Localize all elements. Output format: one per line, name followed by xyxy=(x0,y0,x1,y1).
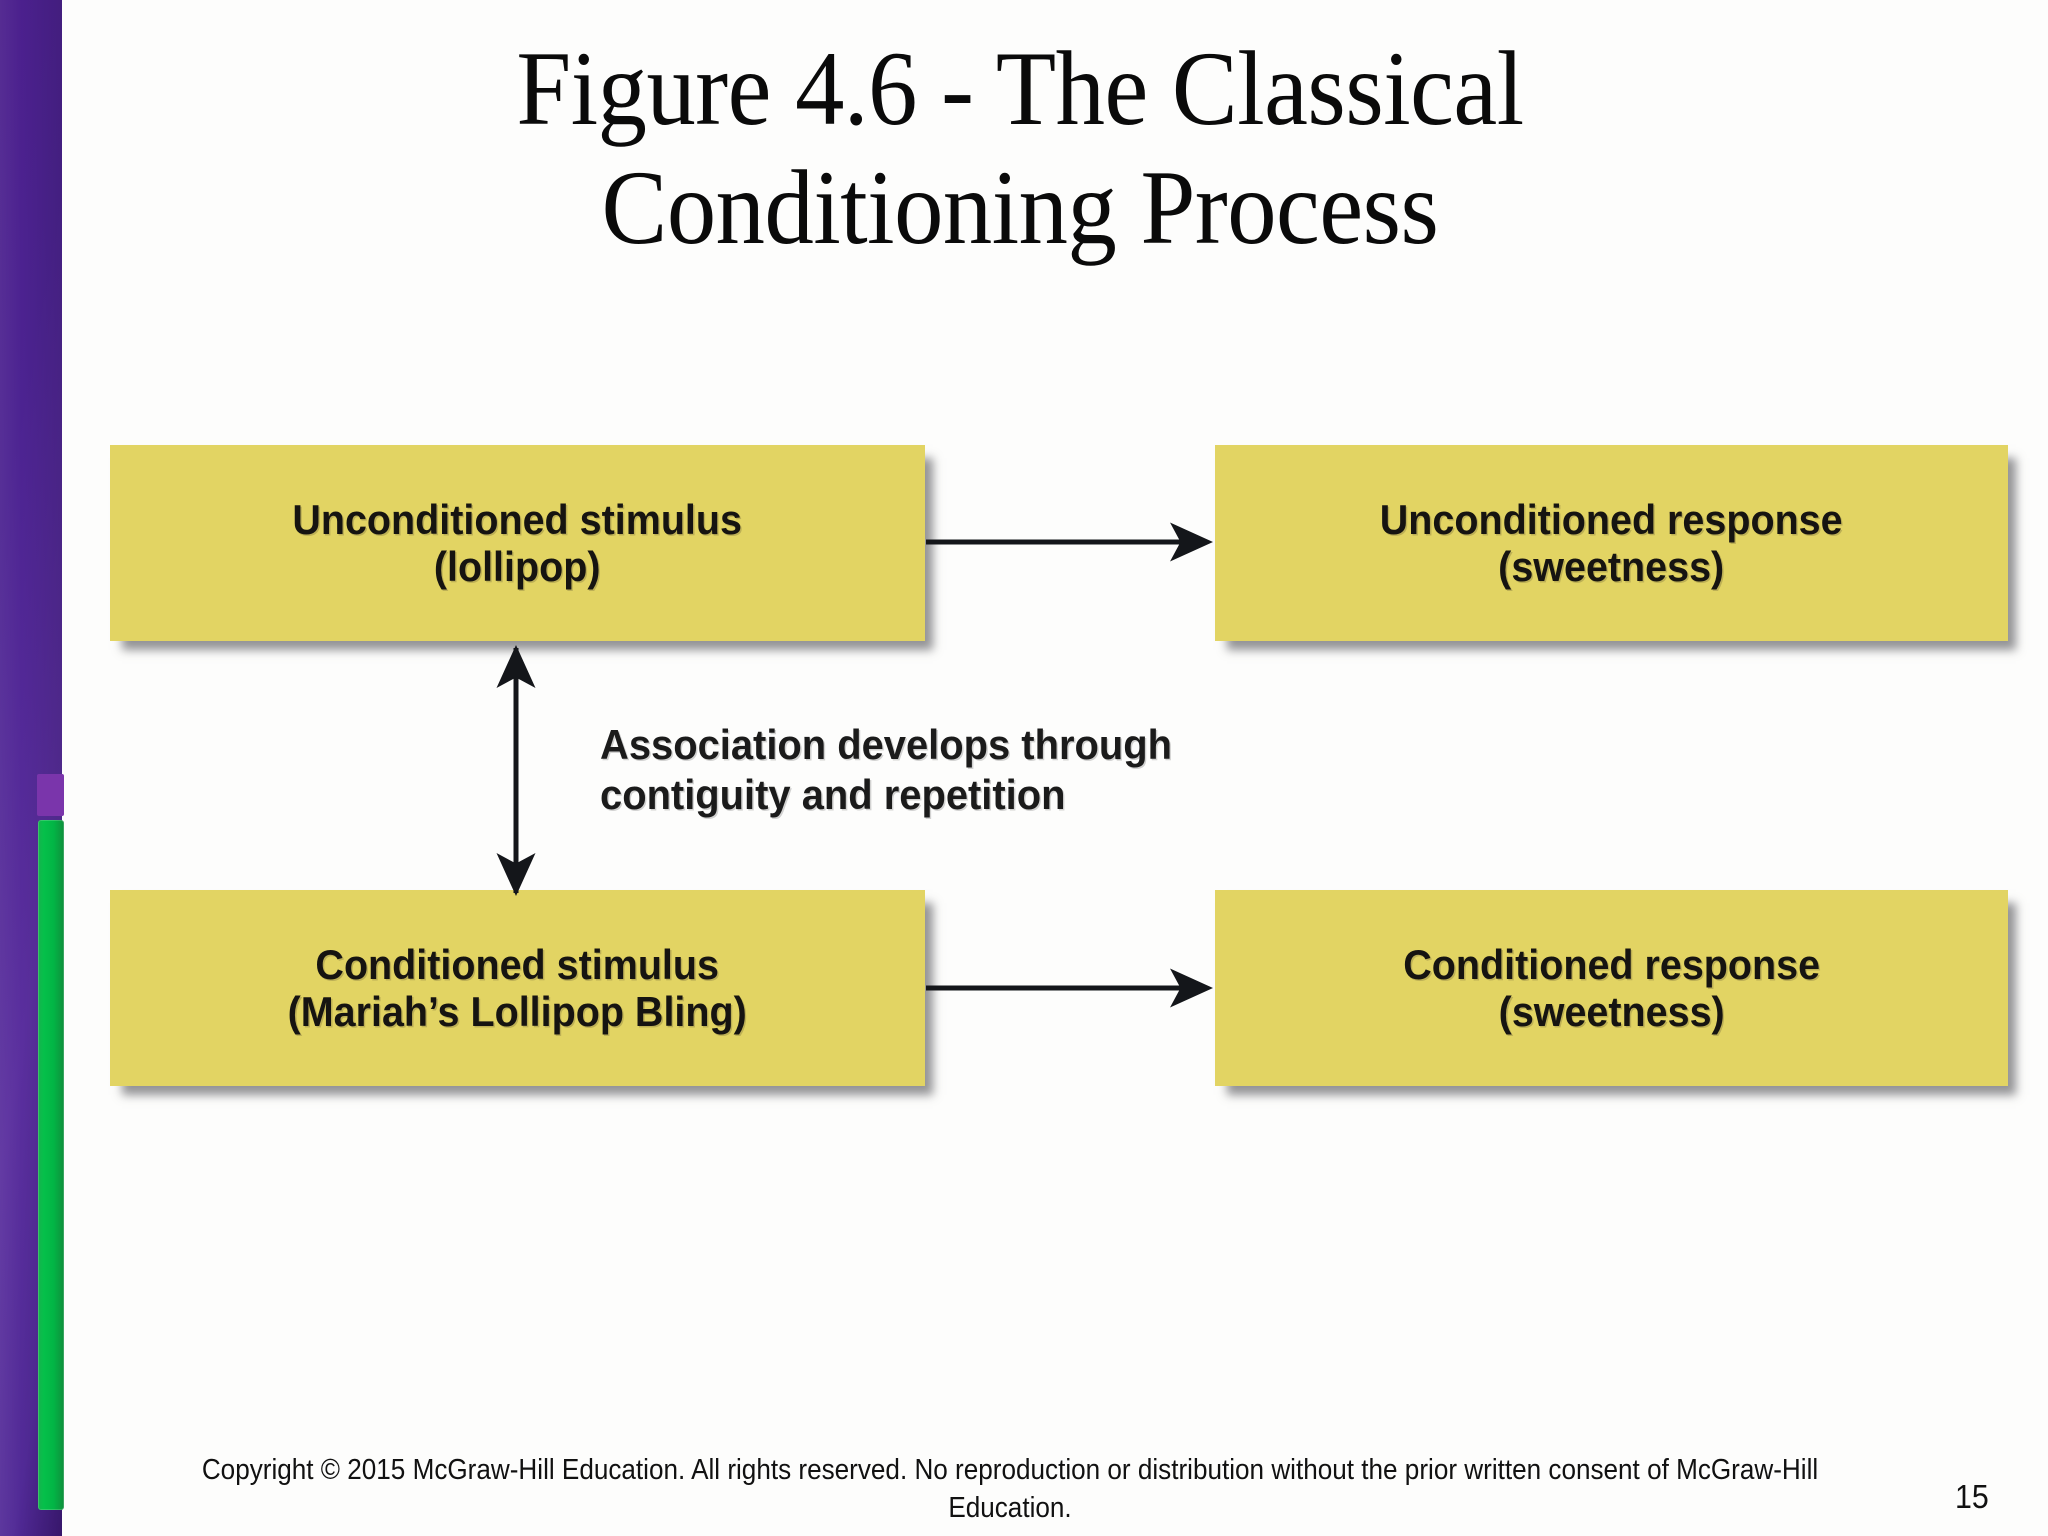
box-unconditioned-stimulus[interactable]: Unconditioned stimulus (lollipop) xyxy=(110,445,925,641)
copyright-footer: Copyright © 2015 McGraw-Hill Education. … xyxy=(201,1454,1819,1524)
association-label-line2: contiguity and repetition xyxy=(600,770,1066,818)
box-unconditioned-stimulus-line1: Unconditioned stimulus xyxy=(292,495,743,543)
association-label: Association develops through contiguity … xyxy=(600,720,1322,819)
box-conditioned-response-line1: Conditioned response xyxy=(1403,940,1820,988)
page-title: Figure 4.6 - The Classical Conditioning … xyxy=(183,30,1857,267)
page-title-line1: Figure 4.6 - The Classical xyxy=(516,30,1524,147)
box-unconditioned-stimulus-text: Unconditioned stimulus (lollipop) xyxy=(293,496,743,590)
box-unconditioned-response[interactable]: Unconditioned response (sweetness) xyxy=(1215,445,2008,641)
box-conditioned-response[interactable]: Conditioned response (sweetness) xyxy=(1215,890,2008,1086)
box-conditioned-stimulus[interactable]: Conditioned stimulus (Mariah’s Lollipop … xyxy=(110,890,925,1086)
sidebar-green-bar xyxy=(38,820,64,1510)
box-conditioned-stimulus-line1: Conditioned stimulus xyxy=(315,940,720,988)
box-unconditioned-response-text: Unconditioned response (sweetness) xyxy=(1380,496,1843,590)
page-number: 15 xyxy=(1955,1478,1989,1515)
box-conditioned-stimulus-line2: (Mariah’s Lollipop Bling) xyxy=(287,988,748,1035)
sidebar-accent-chip xyxy=(37,774,64,816)
box-unconditioned-stimulus-line2: (lollipop) xyxy=(434,543,601,590)
box-conditioned-response-text: Conditioned response (sweetness) xyxy=(1403,941,1820,1035)
box-conditioned-stimulus-text: Conditioned stimulus (Mariah’s Lollipop … xyxy=(288,941,747,1035)
slide-sidebar-decoration xyxy=(0,0,62,1536)
page-title-line2: Conditioning Process xyxy=(601,148,1439,266)
association-label-line1: Association develops through xyxy=(600,721,1172,768)
box-conditioned-response-line2: (sweetness) xyxy=(1498,988,1725,1035)
box-unconditioned-response-line1: Unconditioned response xyxy=(1380,495,1843,543)
box-unconditioned-response-line2: (sweetness) xyxy=(1498,543,1725,590)
